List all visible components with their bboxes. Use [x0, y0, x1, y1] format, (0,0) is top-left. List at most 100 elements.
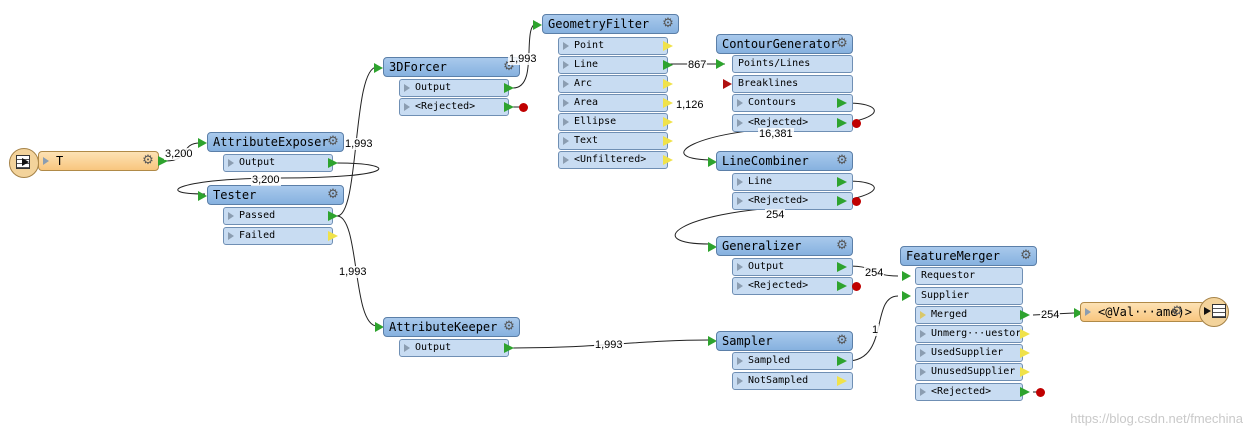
requestor-port[interactable]: Requestor: [915, 267, 1023, 285]
output-port-icon[interactable]: [837, 196, 847, 206]
gear-icon[interactable]: ⚙: [327, 187, 339, 202]
expand-icon[interactable]: [737, 119, 743, 127]
input-port-icon[interactable]: [723, 79, 732, 89]
unused-port-icon[interactable]: [328, 231, 338, 241]
expand-icon[interactable]: [737, 263, 743, 271]
output-port[interactable]: Output: [732, 258, 853, 276]
output-port[interactable]: Output: [399, 339, 509, 357]
unfiltered-port[interactable]: <Unfiltered>: [558, 151, 668, 169]
output-port-icon[interactable]: [1020, 387, 1030, 397]
unused-port-icon[interactable]: [663, 79, 673, 89]
input-port-icon[interactable]: [708, 242, 717, 252]
output-port-icon[interactable]: [504, 343, 514, 353]
expand-icon[interactable]: [737, 197, 743, 205]
unused-port-icon[interactable]: [1020, 367, 1030, 377]
input-port-icon[interactable]: [533, 20, 542, 30]
gear-icon[interactable]: ⚙: [662, 16, 674, 31]
rejected-port[interactable]: <Rejected>: [915, 383, 1023, 401]
expand-icon[interactable]: [920, 349, 926, 357]
output-port-icon[interactable]: [837, 98, 847, 108]
point-port[interactable]: Point: [558, 37, 668, 55]
expand-icon[interactable]: [404, 84, 410, 92]
output-port-icon[interactable]: [328, 211, 338, 221]
expand-icon[interactable]: [563, 80, 569, 88]
input-port-icon[interactable]: [902, 291, 911, 301]
expand-icon[interactable]: [563, 99, 569, 107]
output-port[interactable]: Output: [399, 79, 509, 97]
failed-port[interactable]: Failed: [223, 227, 333, 245]
output-port-icon[interactable]: [504, 83, 514, 93]
expand-icon[interactable]: [920, 388, 926, 396]
expand-icon[interactable]: [563, 156, 569, 164]
transformer-header[interactable]: Tester ⚙: [207, 185, 344, 205]
arc-port[interactable]: Arc: [558, 75, 668, 93]
expand-icon[interactable]: [228, 212, 234, 220]
output-port-icon[interactable]: [1020, 310, 1030, 320]
passed-port[interactable]: Passed: [223, 207, 333, 225]
expand-icon[interactable]: [228, 232, 234, 240]
output-port-icon[interactable]: [328, 158, 338, 168]
transformer-header[interactable]: AttributeKeeper ⚙: [383, 317, 520, 337]
unused-port-icon[interactable]: [1020, 348, 1030, 358]
gear-icon[interactable]: ⚙: [142, 153, 154, 168]
input-port-icon[interactable]: [902, 271, 911, 281]
expand-icon[interactable]: [737, 357, 743, 365]
transformer-header[interactable]: GeometryFilter ⚙: [542, 14, 679, 34]
gear-icon[interactable]: ⚙: [836, 153, 848, 168]
output-port-icon[interactable]: [663, 60, 673, 70]
expand-icon[interactable]: [1085, 308, 1091, 316]
expand-icon[interactable]: [563, 137, 569, 145]
gear-icon[interactable]: ⚙: [503, 59, 515, 74]
line-port[interactable]: Line: [558, 56, 668, 74]
gear-icon[interactable]: ⚙: [503, 319, 515, 334]
gear-icon[interactable]: ⚙: [836, 36, 848, 51]
transformer-header[interactable]: Sampler ⚙: [716, 331, 853, 351]
output-port-icon[interactable]: [837, 177, 847, 187]
text-port[interactable]: Text: [558, 132, 668, 150]
source-header[interactable]: T ⚙: [38, 151, 159, 171]
unused-port-icon[interactable]: [663, 117, 673, 127]
input-port-icon[interactable]: [198, 138, 207, 148]
transformer-header[interactable]: ContourGenerator ⚙: [716, 34, 853, 54]
not-sampled-port[interactable]: NotSampled: [732, 372, 853, 390]
expand-icon[interactable]: [920, 311, 926, 319]
transformer-header[interactable]: 3DForcer ⚙: [383, 57, 520, 77]
merged-port[interactable]: Merged: [915, 306, 1023, 324]
expand-icon[interactable]: [563, 42, 569, 50]
expand-icon[interactable]: [920, 368, 926, 376]
unused-port-icon[interactable]: [663, 98, 673, 108]
input-port-icon[interactable]: [708, 336, 717, 346]
transformer-header[interactable]: LineCombiner ⚙: [716, 151, 853, 171]
gear-icon[interactable]: ⚙: [1171, 304, 1183, 319]
unused-port-icon[interactable]: [663, 41, 673, 51]
expand-icon[interactable]: [737, 377, 743, 385]
expand-icon[interactable]: [404, 344, 410, 352]
output-port-icon[interactable]: [504, 102, 514, 112]
supplier-port[interactable]: Supplier: [915, 287, 1023, 305]
output-port-icon[interactable]: [837, 356, 847, 366]
used-supplier-port[interactable]: UsedSupplier: [915, 344, 1023, 362]
gear-icon[interactable]: ⚙: [836, 238, 848, 253]
expand-icon[interactable]: [228, 159, 234, 167]
input-port-icon[interactable]: [375, 322, 384, 332]
rejected-port[interactable]: <Rejected>: [399, 98, 509, 116]
input-port-icon[interactable]: [374, 63, 383, 73]
expand-icon[interactable]: [737, 178, 743, 186]
transformer-header[interactable]: FeatureMerger ⚙: [900, 246, 1037, 266]
expand-icon[interactable]: [404, 103, 410, 111]
output-port-icon[interactable]: [837, 281, 847, 291]
transformer-header[interactable]: AttributeExposer ⚙: [207, 132, 344, 152]
sampled-port[interactable]: Sampled: [732, 352, 853, 370]
contours-port[interactable]: Contours: [732, 94, 853, 112]
expand-icon[interactable]: [43, 157, 49, 165]
gear-icon[interactable]: ⚙: [327, 134, 339, 149]
unused-port-icon[interactable]: [663, 136, 673, 146]
expand-icon[interactable]: [563, 61, 569, 69]
input-port-icon[interactable]: [708, 157, 717, 167]
output-port-icon[interactable]: [158, 156, 168, 166]
area-port[interactable]: Area: [558, 94, 668, 112]
expand-icon[interactable]: [737, 99, 743, 107]
output-port-icon[interactable]: [837, 262, 847, 272]
expand-icon[interactable]: [737, 282, 743, 290]
